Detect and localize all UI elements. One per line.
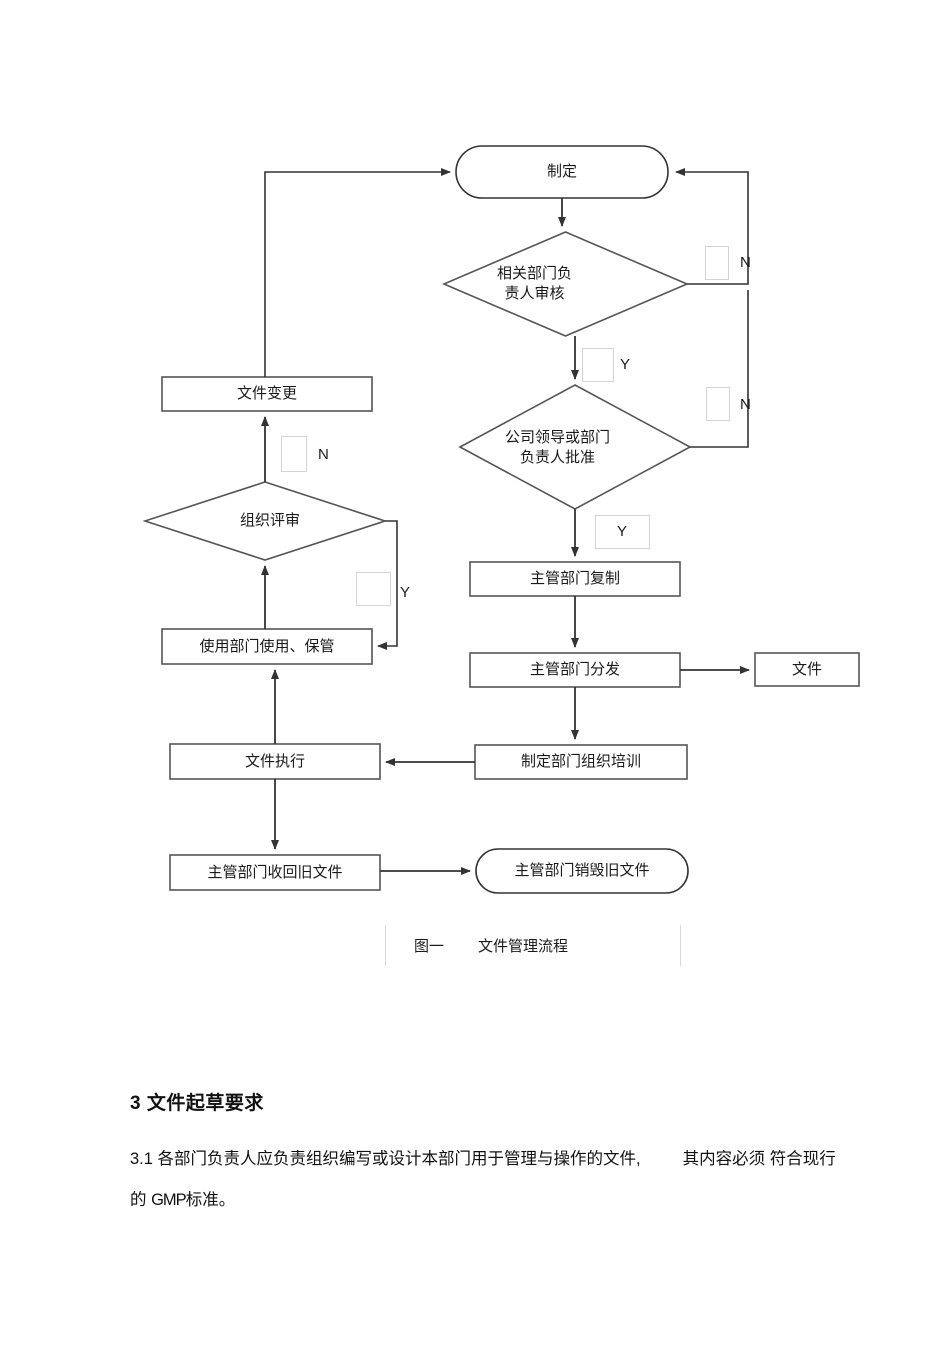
edge-label-box-org-review-no [281, 436, 307, 472]
node-org-review-shape [142, 481, 388, 561]
node-review-decision-shape [441, 231, 690, 337]
paragraph-line1-part1: 3.1 各部门负责人应负责组织编写或设计本部门用于管理与操作的文件, [130, 1150, 641, 1168]
edge-label-org-review-no: N [318, 446, 329, 463]
node-copy-shape [469, 561, 681, 597]
edge-label-review-no: N [740, 254, 751, 271]
edge-approve-no-to-start [690, 290, 749, 448]
edge-doc-change-to-start [264, 168, 451, 377]
edge-label-box-review-no [705, 246, 729, 280]
figure-caption: 图一 文件管理流程 [385, 925, 681, 966]
paragraph-line2-part1: 符合现行的 [130, 1150, 836, 1209]
edge-label-box-review-yes [582, 348, 614, 382]
edge-review-no-to-start [675, 168, 749, 285]
node-training-shape [474, 744, 688, 780]
node-approve-decision-shape [458, 384, 692, 510]
section-paragraph: 3.1 各部门负责人应负责组织编写或设计本部门用于管理与操作的文件,其内容必须 … [130, 1139, 860, 1221]
figure-caption-text: 文件管理流程 [478, 939, 569, 955]
node-distribute-shape [469, 652, 681, 688]
edge-label-box-approve-yes [595, 515, 650, 549]
edge-label-review-yes: Y [620, 356, 631, 373]
node-recall-old-shape [169, 854, 381, 891]
edge-label-box-approve-no [706, 387, 730, 421]
edge-label-approve-yes: Y [617, 523, 628, 540]
paragraph-line1-part2: 其内容必须 [682, 1150, 766, 1168]
figure-caption-index: 图一 [414, 939, 445, 955]
flowchart-figure: 制定 相关部门负 责人审核 公司领导或部门 负责人批准 主管部门复制 主管部门分… [142, 145, 860, 894]
node-start-shape [455, 145, 669, 199]
body-text-section: 3 文件起草要求 3.1 各部门负责人应负责组织编写或设计本部门用于管理与操作的… [130, 1088, 860, 1221]
node-execute-shape [169, 743, 381, 780]
node-destroy-old-shape [475, 848, 689, 894]
flowchart-svg [142, 145, 860, 894]
edge-org-review-yes-to-use-keep [377, 520, 398, 650]
section-heading: 3 文件起草要求 [130, 1093, 264, 1114]
node-doc-change-shape [161, 376, 373, 412]
edge-label-approve-no: N [740, 396, 751, 413]
node-file-shape [754, 652, 860, 687]
edge-label-box-org-review-yes [356, 572, 391, 606]
paragraph-line2-gmp: GMP [151, 1191, 187, 1209]
node-use-keep-shape [161, 628, 373, 665]
paragraph-line2-part3: 标准。 [185, 1191, 236, 1209]
edge-label-org-review-yes: Y [400, 584, 411, 601]
